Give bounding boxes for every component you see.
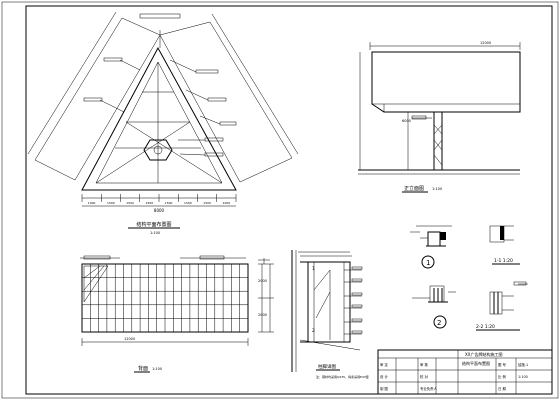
elev-height-dim: 6000 [402,119,411,123]
detail-leader-tag [351,304,363,308]
sheet-inner-border [25,5,553,395]
title-cell: 审 核 [420,362,428,367]
title-cell: 1:100 [518,375,528,379]
detail-leader-tag [351,266,363,270]
rear-panel: 12000 2000 2000 背面 1:100 [80,255,274,373]
title-cell: 图 号 [498,362,506,367]
plan-dim-segment: 1000 [223,201,231,205]
section-2-2-label: 2-2 1:20 [476,324,495,330]
detail-1-number: 1 [426,259,430,267]
center-column-hex [143,139,173,161]
detail-2-number: 2 [437,319,441,327]
elev-top-dim: 12000 [480,41,491,45]
main-triangle [81,46,237,191]
inner-triangle [95,61,223,184]
elevation-board [371,51,521,113]
front-elevation: 12000 6000 正立面图 1:100 [358,41,521,193]
title-cell: 日 期 [498,386,506,391]
section-mark-1: 1 [312,266,315,272]
title-cell: 比 例 [498,374,506,379]
plan-dim-segment: 1500 [184,201,192,205]
plan-dim-segment: 1000 [88,201,96,205]
title-cell: 审 定 [380,362,388,367]
plan-dim-segment: 1500 [107,201,115,205]
base-plate [307,261,351,343]
detail-leader-tag [351,292,363,296]
elev-scale: 1:100 [432,187,442,191]
elev-caption: 正立面图 [404,185,424,192]
right-panel-outline [159,21,293,183]
detail-note: 注：钢材均采用Q235，焊条采用E43型 [316,374,369,379]
detail-1-bubble [421,255,435,269]
title-drawing-name: 结构平面布置图 [462,360,490,366]
plan-scale: 1:100 [150,231,160,235]
panel-scale: 1:100 [152,367,162,371]
base-detail: 1 2 柱脚详图 注：钢材均采用Q235，焊条采用E43型 [291,250,369,379]
plan-dim-segment: 1500 [126,201,134,205]
panel-height-dim-a: 2000 [258,279,267,283]
panel-width-dim: 12000 [124,337,135,341]
detail-leader-tag [351,330,363,334]
panel-height-dim-b: 2000 [258,313,267,317]
connection-details: 1 1-1 1:20 2 2-2 1:20 [410,225,528,331]
title-project-name: XX广告牌结构施工图 [465,351,502,357]
title-block: XX广告牌结构施工图 结构平面布置图 审 定 审 核 图 号 结施-1 设 计 校 对 比 … [377,349,553,395]
plan-caption: 结构平面布置图 [136,221,171,228]
triangle-plan: 1000 1500 1500 1500 1500 1500 1500 1000 8000 结构… [27,11,299,235]
elevation-column [433,111,443,171]
title-cell: 制 图 [380,386,388,391]
title-cell: 专业负责人 [420,386,438,391]
detail-2-bubble [433,315,447,329]
detail-leader-tag [351,318,363,322]
plan-dim-segment: 1500 [165,201,173,205]
center-column-circle [153,145,163,155]
title-cell: 设 计 [380,374,388,379]
title-cell: 结施-1 [518,362,528,367]
plan-total-dim: 8000 [154,208,165,213]
panel-caption: 背面 [138,365,148,372]
title-cell: 校 对 [420,374,428,379]
section-mark-2: 2 [312,328,315,334]
detail-caption: 柱脚详图 [318,363,336,370]
detail-leader-tag [351,278,363,282]
plan-dim-segment: 1500 [203,201,211,205]
plan-dim-segment: 1500 [146,201,154,205]
title-block-frame [377,349,553,395]
section-1-1-label: 1-1 1:20 [494,258,513,264]
